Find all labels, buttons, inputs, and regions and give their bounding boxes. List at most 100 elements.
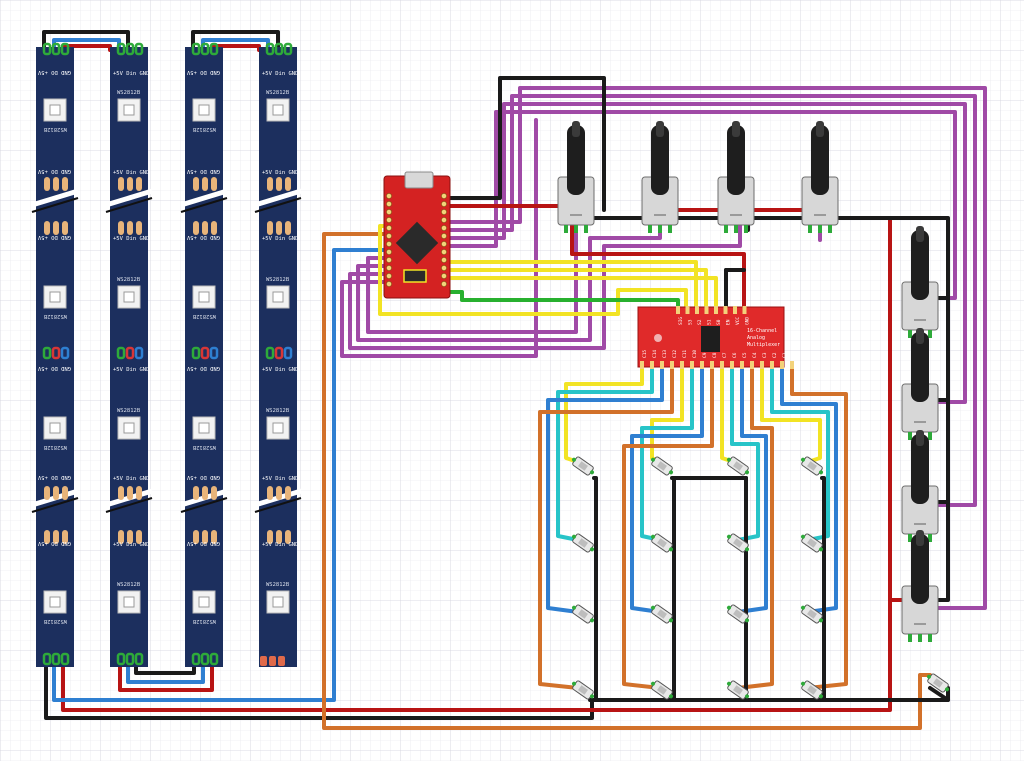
wire-mux-c12 [538,364,674,690]
wire-button-gnd-right [822,686,950,702]
strip-pad-labels: +5V Din GND [113,542,149,548]
pot-pin [908,534,912,542]
mux-pin-label-top: S1 [707,319,713,325]
mux-pin-bottom [730,361,734,369]
mux-pin-label-bottom: C4 [752,352,758,358]
push-button-icon[interactable] [569,678,596,701]
strip-connector-pin [125,652,135,666]
potentiometer-icon[interactable] [641,121,679,233]
led-chip-die [198,596,210,608]
potentiometer-icon[interactable] [901,328,939,440]
wire-mux-c6 [730,364,760,542]
wire-mux-vcc [570,198,746,312]
strip-connector-pin [265,42,275,56]
potentiometer-icon[interactable] [557,121,595,233]
strip-pad [285,530,291,544]
pot-pin [928,432,932,440]
strip-pad-labels: GND DO +5V [37,234,71,240]
strip-connector-pin [200,42,210,56]
wire-mux-c14 [556,364,654,542]
potentiometer-icon[interactable] [901,530,939,642]
push-button-icon[interactable] [798,602,825,625]
mcu-pins-right [441,193,447,287]
strip-pad [118,221,124,235]
push-button-icon[interactable] [724,602,751,625]
push-button-icon[interactable] [798,454,825,477]
strip-pad [211,221,217,235]
mux-pin-label-top: SIG [678,317,684,325]
push-button-icon[interactable] [569,531,596,554]
mcu-pin-right [441,225,447,231]
push-button-icon[interactable] [724,678,751,701]
strip-connector-pin [265,346,275,360]
mcu-pin-right [441,265,447,271]
strip-cut-line [180,497,228,513]
pot-pin [584,225,588,233]
push-button-icon[interactable] [798,531,825,554]
mux-pin-top [685,306,690,314]
push-button-icon[interactable] [648,678,675,701]
strip-pad [53,486,59,500]
strip-cut-line [105,497,153,513]
strip-pad [267,486,273,500]
push-button-icon[interactable] [724,454,751,477]
push-button-icon[interactable] [648,602,675,625]
led-chip-die [272,291,284,303]
strip-pad [285,221,291,235]
strip-pad [193,221,199,235]
pot-pin [734,225,738,233]
wire-mux-c5 [736,364,768,614]
strip-pad-labels: GND DO +5V [186,474,220,480]
push-button-icon[interactable] [798,678,825,701]
push-button-icon[interactable] [648,454,675,477]
mux-pin-bottom [670,361,674,369]
mcu-pin-left [386,265,392,271]
strip-pad [276,177,282,191]
wire-mux-c2 [770,364,830,542]
push-button-icon[interactable] [648,531,675,554]
mcu-pin-left [386,209,392,215]
strip-connector-pin [283,42,293,56]
potentiometer-icon[interactable] [901,226,939,338]
push-button-icon[interactable] [924,671,951,694]
strip-pad [127,221,133,235]
mux-pin-label-bottom: C2 [772,352,778,358]
strip-pad [44,177,50,191]
mcu-pin-left [386,233,392,239]
strip-connector-pin [51,652,61,666]
mux-pin-label-bottom: C15 [642,350,648,358]
mux-pin-label-bottom: C9 [702,352,708,358]
potentiometer-icon[interactable] [901,430,939,542]
potentiometer-icon[interactable] [717,121,755,233]
push-button-icon[interactable] [724,531,751,554]
mux-pin-label-top: S2 [697,319,703,325]
strip-connector-pin [116,652,126,666]
led-chip-die [272,104,284,116]
push-buttons [569,454,951,701]
led-chip-label: WS2812B [117,277,141,283]
led-chip-label: WS2812B [192,618,216,624]
led-chip-die [123,422,135,434]
mcu-pin-right [441,193,447,199]
mux-pin-label-bottom: C3 [762,352,768,358]
led-chip-label: WS2812B [117,408,141,414]
strip-pad-labels: GND DO +5V [186,234,220,240]
push-button-icon[interactable] [569,454,596,477]
strip-pad [136,177,142,191]
led-chip-label: WS2812B [266,277,290,283]
mux-title-3: Multiplexer [747,342,780,348]
wire-button-gnd-col-1 [592,476,598,702]
strip-pad-labels: +5V Din GND [113,236,149,242]
mux-pin-label-top: VCC [735,317,741,325]
mux-pin-label-bottom: C1 [782,352,788,358]
wire-pot-gnd-chain-3 [933,500,950,602]
pot-pin [564,225,568,233]
led-chip-die [49,291,61,303]
wire-pot-wiper-5 [366,198,578,334]
strip-pad [276,530,282,544]
wire-strip-data-main [52,248,390,702]
potentiometer-icon[interactable] [801,121,839,233]
mux-pin-label-bottom: C6 [732,352,738,358]
led-chip-die [49,104,61,116]
push-button-icon[interactable] [569,602,596,625]
